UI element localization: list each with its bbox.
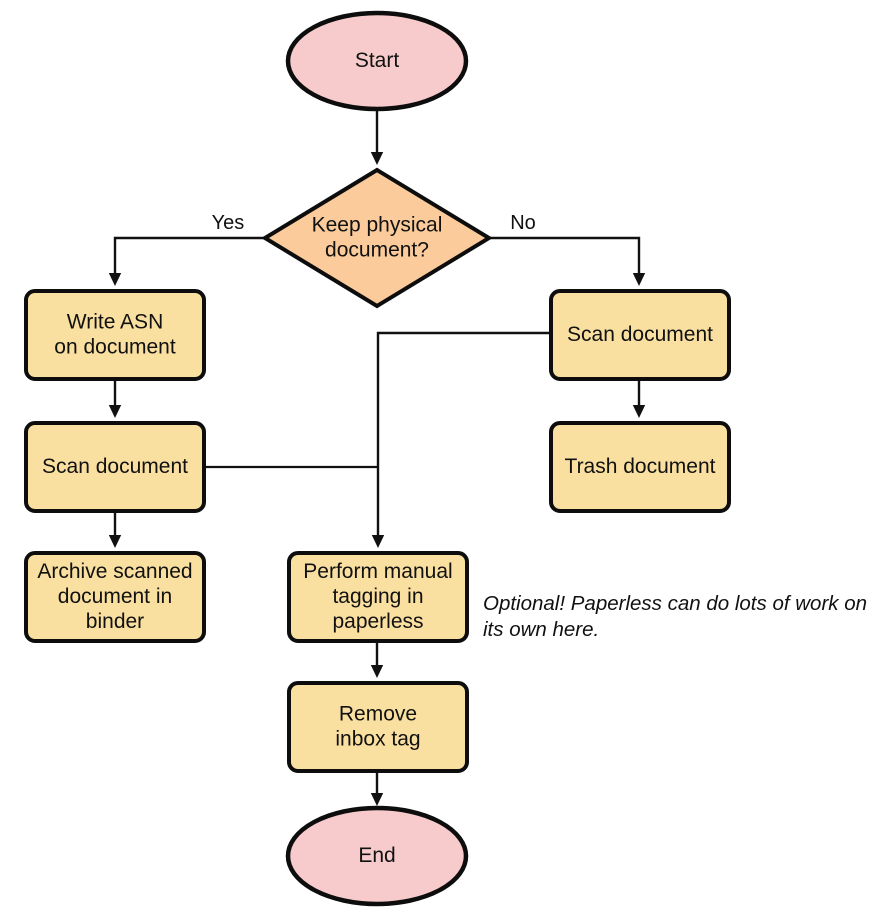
edge-arrowhead	[370, 665, 384, 678]
node-label-line: Write ASN	[67, 310, 163, 333]
decision-shape	[261, 167, 493, 309]
node-label-line: Perform manual	[303, 560, 452, 583]
node-label: Trash document	[565, 455, 716, 478]
process-shape	[549, 421, 731, 513]
node-label-line: document?	[325, 238, 429, 261]
node-label-line: inbox tag	[335, 727, 420, 750]
edge-arrowhead	[108, 405, 122, 418]
process-shape	[287, 551, 469, 643]
edge-write-asn-to-scan-left	[108, 379, 122, 418]
node-label-line: binder	[86, 610, 144, 633]
node-scan-document-right[interactable]: Scan document	[549, 289, 731, 381]
node-label-line: Keep physical	[312, 213, 443, 236]
process-shape	[549, 289, 731, 381]
node-scan-document-left[interactable]: Scan document	[24, 421, 206, 513]
edge-arrowhead	[371, 535, 385, 548]
edge-start-to-decision	[370, 109, 384, 165]
edge-arrowhead	[632, 405, 646, 418]
node-end[interactable]: End	[285, 805, 469, 907]
node-label: Scan document	[567, 323, 713, 346]
process-shape	[24, 551, 206, 643]
terminal-shape	[285, 10, 469, 112]
node-label-line: Scan document	[567, 323, 713, 346]
annotation-line: its own here.	[483, 618, 599, 641]
node-label-line: Archive scanned	[37, 560, 192, 583]
edge-arrowhead	[370, 793, 384, 806]
node-trash-document[interactable]: Trash document	[549, 421, 731, 513]
node-label: Start	[355, 49, 400, 72]
terminal-shape	[285, 805, 469, 907]
node-label-line: End	[358, 844, 395, 867]
edge-decision-no-to-scan-right: No	[489, 212, 646, 286]
edge-arrowhead	[632, 273, 646, 286]
node-label: Scan document	[42, 455, 188, 478]
edge-arrowhead	[370, 152, 384, 165]
edge-path	[376, 331, 551, 537]
node-label-line: tagging in	[332, 585, 423, 608]
node-label-line: Remove	[339, 702, 417, 725]
edge-path	[489, 236, 641, 275]
node-label: End	[358, 844, 395, 867]
edge-label-yes: Yes	[212, 212, 245, 234]
edge-remove-inbox-to-end	[370, 771, 384, 806]
node-label-line: Trash document	[565, 455, 716, 478]
annotation-line: Optional! Paperless can do lots of work …	[483, 592, 867, 615]
annotation-optional-note: Optional! Paperless can do lots of work …	[483, 592, 867, 641]
node-label-line: document in	[58, 585, 172, 608]
node-label-line: paperless	[332, 610, 423, 633]
edge-scan-right-to-trash	[632, 379, 646, 418]
edge-arrowhead	[108, 535, 122, 548]
edge-label-no: No	[510, 212, 536, 234]
process-shape	[24, 421, 206, 513]
annotations-layer: Optional! Paperless can do lots of work …	[483, 592, 867, 641]
edge-arrowhead	[108, 273, 122, 286]
edges-layer: Yes No	[108, 109, 646, 806]
edge-tagging-to-remove-inbox	[370, 641, 384, 678]
edge-scan-right-to-tagging	[371, 331, 551, 548]
node-label-line: on document	[54, 335, 176, 358]
edge-decision-yes-to-write-asn: Yes	[108, 212, 265, 286]
node-label-line: Scan document	[42, 455, 188, 478]
edge-path	[113, 236, 265, 275]
node-start[interactable]: Start	[285, 10, 469, 112]
node-label-line: Start	[355, 49, 400, 72]
process-shape	[287, 681, 469, 773]
edge-scan-left-to-archive	[108, 511, 122, 548]
process-shape	[24, 289, 206, 381]
